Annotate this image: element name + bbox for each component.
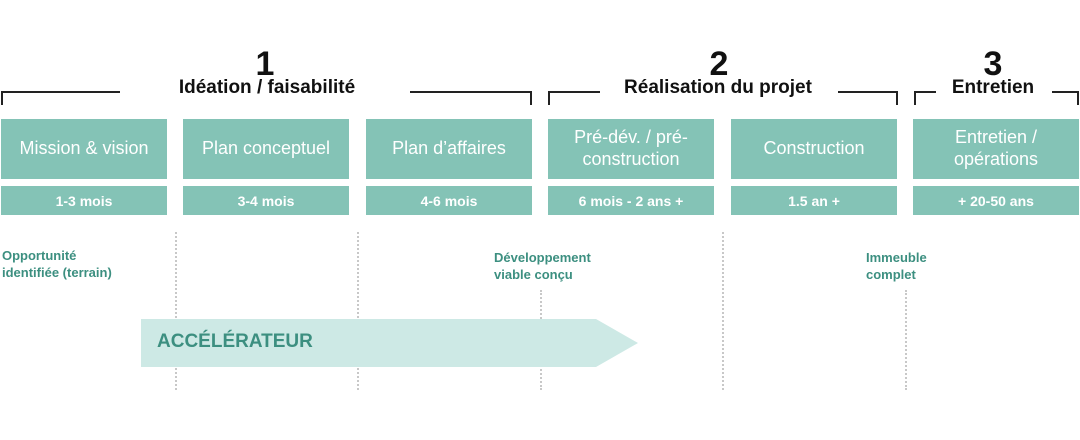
milestone-immeuble: Immeuble complet	[866, 250, 927, 284]
phase-3-bracket-left	[914, 91, 936, 105]
separator-line	[357, 232, 359, 390]
milestone-line: Immeuble	[866, 250, 927, 265]
duration-entretien-operations: + 20-50 ans	[913, 186, 1079, 215]
milestone-line: Développement	[494, 250, 591, 265]
milestone-line: identifiée (terrain)	[2, 264, 112, 280]
stage-construction: Construction	[731, 119, 897, 179]
arrow-shape	[141, 319, 638, 367]
duration-construction: 1.5 an +	[731, 186, 897, 215]
stage-mission-vision: Mission & vision	[1, 119, 167, 179]
phase-2-bracket-left	[548, 91, 600, 105]
milestone-developpement: Développement viable conçu	[494, 250, 591, 284]
duration-plan-affaires: 4-6 mois	[366, 186, 532, 215]
milestone-line: viable conçu	[494, 266, 573, 282]
stage-plan-affaires: Plan d’affaires	[366, 119, 532, 179]
phase-2-title: Réalisation du projet	[624, 77, 812, 98]
phase-2-number: 2	[709, 45, 729, 83]
milestone-line: complet	[866, 266, 916, 282]
separator-line	[722, 232, 724, 390]
phase-1-bracket-left	[1, 91, 120, 105]
stage-entretien-operations: Entretien / opérations	[913, 119, 1079, 179]
accelerator-arrow: ACCÉLÉRATEUR	[141, 319, 638, 367]
duration-plan-conceptuel: 3-4 mois	[183, 186, 349, 215]
separator-line	[175, 232, 177, 390]
phase-3-title: Entretien	[951, 77, 1035, 98]
phase-2-bracket-right	[838, 91, 898, 105]
stage-pre-construction: Pré-dév. / pré-construction	[548, 119, 714, 179]
phase-3-bracket-right	[1052, 91, 1079, 105]
duration-mission-vision: 1-3 mois	[1, 186, 167, 215]
accelerator-label: ACCÉLÉRATEUR	[157, 331, 313, 352]
phase-1-number: 1	[255, 45, 275, 83]
duration-pre-construction: 6 mois - 2 ans +	[548, 186, 714, 215]
milestone-opportunite: Opportunité identifiée (terrain)	[2, 248, 112, 282]
stage-plan-conceptuel: Plan conceptuel	[183, 119, 349, 179]
phase-3-number: 3	[983, 45, 1003, 83]
separator-line	[905, 290, 907, 390]
phase-1-title: Idéation / faisabilité	[178, 77, 356, 98]
milestone-line: Opportunité	[2, 248, 77, 263]
phase-1-bracket-right	[410, 91, 532, 105]
